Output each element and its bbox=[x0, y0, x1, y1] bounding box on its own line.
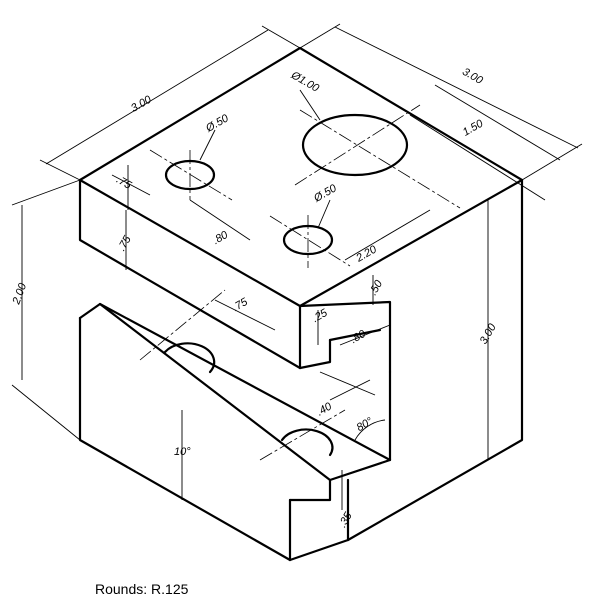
dimension-labels: 3.00 3.00 Ø1.00 Ø.50 Ø.50 1.50 .75 .75 .… bbox=[10, 66, 499, 530]
dimension-lines bbox=[11, 23, 583, 510]
dim-edge-75-top: .75 bbox=[114, 174, 134, 192]
dim-angle-10: 10° bbox=[174, 446, 191, 458]
dim-height-upper: 2.00 bbox=[10, 281, 29, 307]
dim-small-hole-2: Ø.50 bbox=[311, 182, 339, 205]
dim-depth-top: 3.00 bbox=[460, 66, 485, 88]
dim-large-hole: Ø1.00 bbox=[288, 69, 322, 95]
dim-slot-80: .80 bbox=[349, 328, 369, 346]
dim-angle-80: 80° bbox=[355, 415, 376, 434]
dim-depth-half: 1.50 bbox=[461, 117, 486, 139]
dim-hole-offset-220: 2.20 bbox=[353, 243, 379, 265]
dim-edge-75-side: .75 bbox=[116, 233, 134, 253]
dim-hole-spacing-80: .80 bbox=[211, 229, 231, 247]
dim-slot-50: .50 bbox=[367, 278, 385, 298]
centerlines bbox=[139, 104, 461, 461]
dim-lip-35: .35 bbox=[337, 510, 355, 530]
dim-slot-25: .25 bbox=[310, 307, 330, 325]
dim-width-top: 3.00 bbox=[129, 93, 154, 115]
rounds-note: Rounds: R.125 bbox=[95, 581, 189, 597]
dim-height-overall: 3.00 bbox=[478, 321, 500, 346]
dim-small-hole-1: Ø.50 bbox=[203, 112, 231, 135]
dim-slot-75: .75 bbox=[231, 296, 251, 314]
dim-slot-40: .40 bbox=[315, 400, 335, 418]
part-outline bbox=[78, 46, 524, 562]
large-hole bbox=[301, 113, 409, 177]
